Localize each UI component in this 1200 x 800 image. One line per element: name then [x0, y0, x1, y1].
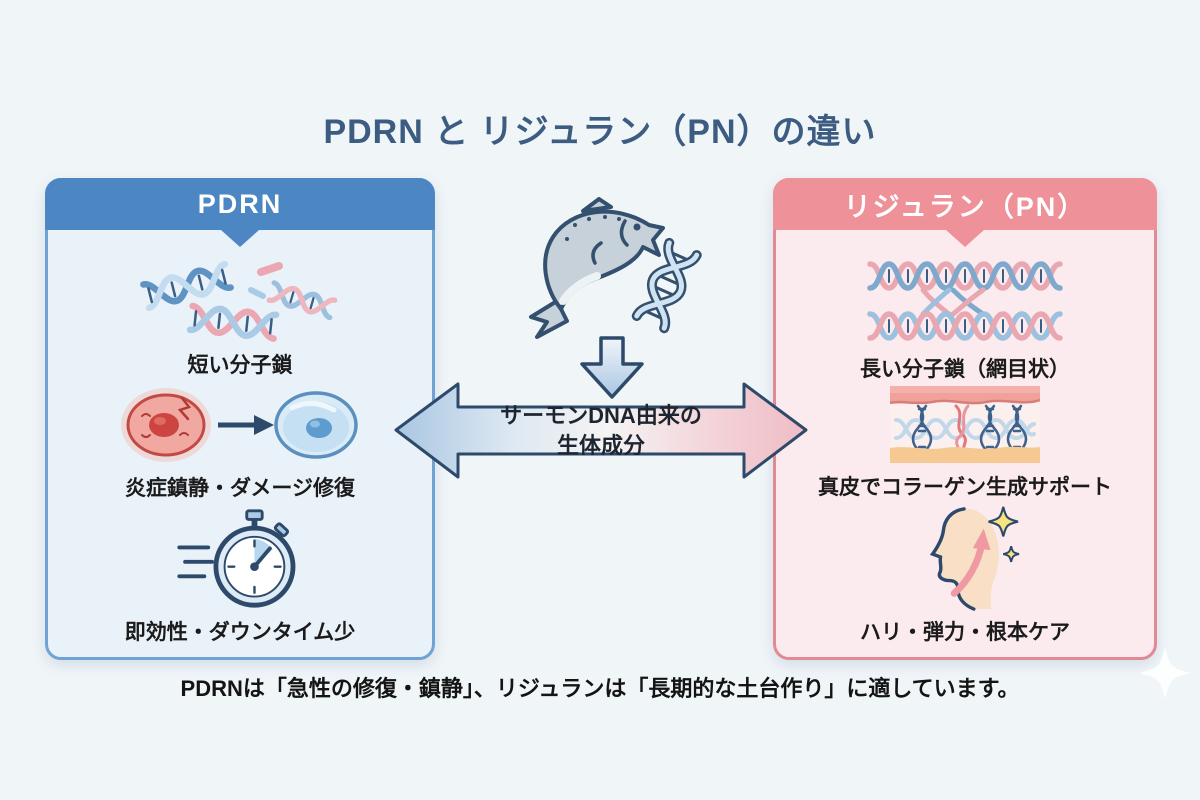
dna-mesh-icon: [867, 260, 1063, 341]
rejuran-item-collagen: 真皮でコラーゲン生成サポート: [818, 385, 1112, 501]
cell-repair-icon: [121, 387, 358, 462]
double-arrow-icon: [394, 382, 808, 479]
rejuran-item-firmness: ハリ・弾力・根本ケア: [860, 503, 1070, 646]
pdrn-panel-header: PDRN: [45, 178, 435, 230]
stopwatch-icon: [176, 509, 295, 608]
center-source-label: サーモンDNA由来の 生体成分: [392, 377, 810, 484]
pdrn-item-repair: 炎症鎮静・ダメージ修復: [120, 383, 360, 502]
face-lift-icon: [929, 506, 1020, 612]
center-source-line1: サーモンDNA由来の: [500, 402, 702, 428]
rejuran-item-label: 長い分子鎖（網目状）: [860, 357, 1070, 381]
pdrn-item-short-chain: 短い分子鎖: [135, 256, 345, 379]
pdrn-item-label: 即効性・ダウンタイム少: [124, 620, 356, 644]
salmon-dna-icon: [529, 197, 702, 339]
pdrn-panel-body: 短い分子鎖 炎症鎮静・ダメージ修: [48, 233, 432, 657]
dna-fragments-icon: [140, 261, 338, 343]
pdrn-item-speed: 即効性・ダウンタイム少: [124, 505, 356, 646]
footer-note: PDRNは「急性の修復・鎮静」、リジュランは「長期的な土台作り」に適しています。: [180, 676, 1020, 701]
center-source-line2: 生体成分: [556, 432, 645, 458]
pdrn-panel-pointer-icon: [221, 230, 259, 247]
pdrn-item-label: 短い分子鎖: [187, 354, 293, 378]
rejuran-panel-header: リジュラン（PN）: [773, 178, 1157, 230]
bidirectional-arrow: サーモンDNA由来の 生体成分: [392, 377, 810, 484]
rejuran-item-label: 真皮でコラーゲン生成サポート: [818, 475, 1112, 499]
dermis-collagen-icon: [890, 385, 1040, 463]
rejuran-panel-pointer-icon: [946, 230, 984, 247]
diagram-title: PDRN と リジュラン（PN）の違い: [323, 113, 877, 151]
rejuran-item-label: ハリ・弾力・根本ケア: [860, 621, 1070, 645]
rejuran-item-long-chain: 長い分子鎖（網目状）: [860, 256, 1070, 383]
pdrn-item-label: 炎症鎮静・ダメージ修復: [125, 476, 355, 500]
rejuran-panel-body: 長い分子鎖（網目状）: [776, 233, 1154, 657]
pdrn-panel: PDRN: [45, 178, 435, 660]
down-arrow-icon: [580, 336, 644, 399]
sparkle-icon: [1139, 647, 1191, 699]
rejuran-panel: リジュラン（PN）: [773, 178, 1157, 660]
